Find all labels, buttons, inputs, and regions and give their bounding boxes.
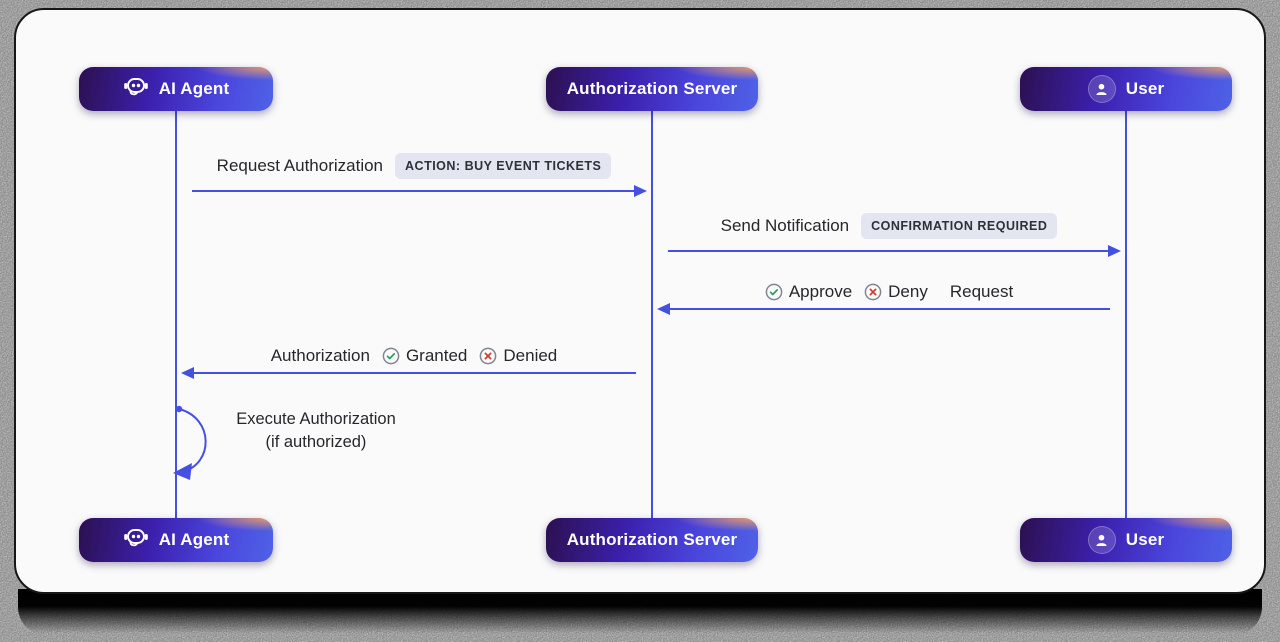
user-icon — [1087, 526, 1116, 554]
actor-authorization-server-bottom: Authorization Server — [546, 518, 758, 562]
denied-label: Denied — [503, 346, 558, 365]
check-circle-icon — [765, 283, 783, 301]
actor-label: Authorization Server — [566, 530, 738, 549]
execute-authorization-label: Execute Authorization — [236, 410, 396, 428]
message-label: Authorization Granted Denied — [176, 340, 652, 372]
card-drop-shadow — [18, 589, 1262, 635]
granted-status: Granted — [382, 346, 467, 366]
deny-status: Deny — [864, 282, 928, 302]
actor-label: User — [1125, 79, 1165, 98]
message-text: Send Notification — [720, 216, 850, 235]
actor-user-top: User — [1020, 67, 1232, 111]
message-approve-deny-request: Approve Deny Request — [652, 276, 1126, 315]
message-send-notification: Send Notification CONFIRMATION REQUIRED — [652, 210, 1126, 257]
actor-label: AI Agent — [158, 79, 230, 98]
action-badge: ACTION: BUY EVENT TICKETS — [395, 152, 612, 180]
approve-label: Approve — [788, 282, 853, 301]
message-request-authorization: Request Authorization ACTION: BUY EVENT … — [176, 150, 652, 197]
robot-icon — [123, 75, 149, 103]
actor-ai-agent-top: AI Agent — [79, 67, 273, 111]
actor-user-bottom: User — [1020, 518, 1232, 562]
actor-authorization-server-top: Authorization Server — [546, 67, 758, 111]
arrow-right — [668, 245, 1121, 257]
lifeline-user — [1125, 111, 1127, 518]
granted-label: Granted — [405, 346, 468, 365]
message-label: Approve Deny Request — [652, 276, 1126, 308]
message-text: Request Authorization — [216, 156, 384, 175]
x-circle-icon — [480, 347, 497, 365]
actor-label: Authorization Server — [566, 79, 738, 98]
message-authorization-result: Authorization Granted Denied — [176, 340, 652, 379]
arrow-right — [192, 185, 647, 197]
deny-label: Deny — [888, 282, 928, 301]
user-icon — [1087, 75, 1116, 103]
actor-label: User — [1125, 530, 1165, 549]
if-authorized-label: (if authorized) — [265, 433, 367, 451]
actor-label: AI Agent — [158, 530, 230, 549]
robot-icon — [123, 526, 149, 554]
arrow-left — [181, 367, 636, 379]
request-label: Request — [949, 282, 1014, 301]
check-circle-icon — [382, 347, 400, 365]
message-label: Request Authorization ACTION: BUY EVENT … — [176, 150, 652, 182]
message-label: Send Notification CONFIRMATION REQUIRED — [652, 210, 1126, 242]
actor-ai-agent-bottom: AI Agent — [79, 518, 273, 562]
approve-status: Approve — [765, 282, 852, 302]
self-loop-label: Execute Authorization (if authorized) — [216, 408, 416, 454]
denied-status: Denied — [479, 346, 557, 366]
confirmation-badge: CONFIRMATION REQUIRED — [861, 212, 1058, 240]
authorization-label: Authorization — [270, 346, 370, 365]
diagram-card: AI Agent Authorization Server User Reque… — [14, 8, 1266, 594]
x-circle-icon — [864, 283, 882, 301]
arrow-left — [657, 303, 1110, 315]
